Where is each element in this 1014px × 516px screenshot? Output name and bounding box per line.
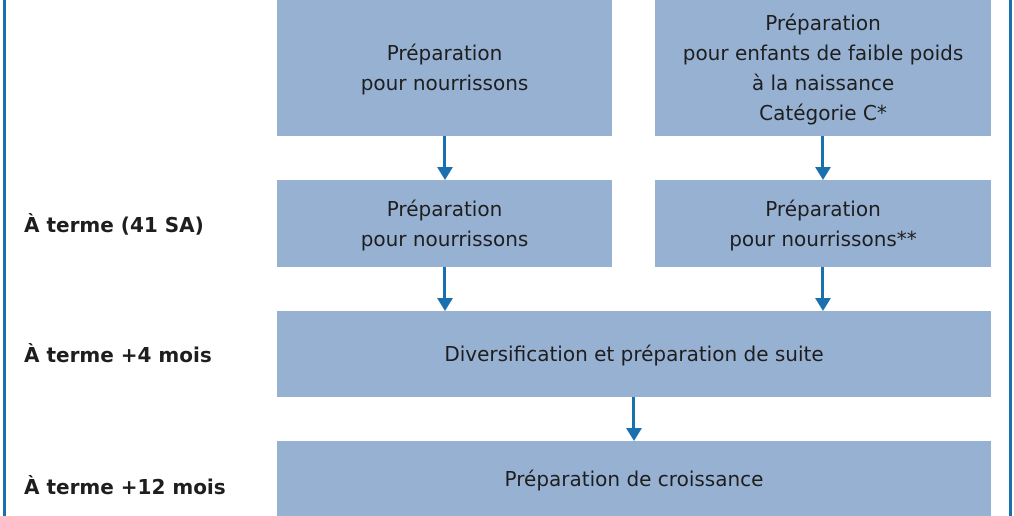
row-label-terme-4-mois: À terme +4 mois	[24, 343, 212, 367]
box-line: pour nourrissons**	[729, 226, 917, 251]
box-line: Catégorie C*	[759, 101, 887, 125]
box-preparation-faible-poids: Préparation pour enfants de faible poids…	[655, 0, 991, 136]
arrow-down-icon	[437, 267, 453, 311]
arrow-down-icon	[626, 397, 642, 441]
box-line: pour nourrissons	[360, 226, 529, 251]
box-line: à la naissance	[751, 71, 895, 95]
box-preparation-nourrissons-term-right: Préparation pour nourrissons**	[655, 180, 991, 267]
box-line: Préparation	[765, 11, 881, 35]
box-line: Préparation	[386, 196, 503, 221]
box-line: pour nourrissons	[360, 71, 529, 95]
row-label-terme-12-mois: À terme +12 mois	[24, 475, 226, 499]
box-preparation-nourrissons-top: Préparation pour nourrissons	[277, 0, 612, 136]
box-preparation-nourrissons-term-left: Préparation pour nourrissons	[277, 180, 612, 267]
box-line: Préparation	[386, 41, 503, 65]
box-line: Préparation	[765, 196, 881, 221]
box-text: Diversification et préparation de suite	[444, 342, 824, 366]
box-preparation-croissance: Préparation de croissance	[277, 441, 991, 516]
arrow-down-icon	[437, 136, 453, 180]
arrow-down-icon	[815, 267, 831, 311]
box-line: pour enfants de faible poids	[682, 41, 964, 65]
frame-right-border	[1009, 0, 1012, 516]
box-text: Préparation de croissance	[504, 466, 764, 491]
arrow-down-icon	[815, 136, 831, 180]
frame-left-border	[3, 0, 6, 516]
row-label-terme: À terme (41 SA)	[24, 213, 204, 237]
box-diversification: Diversification et préparation de suite	[277, 311, 991, 397]
